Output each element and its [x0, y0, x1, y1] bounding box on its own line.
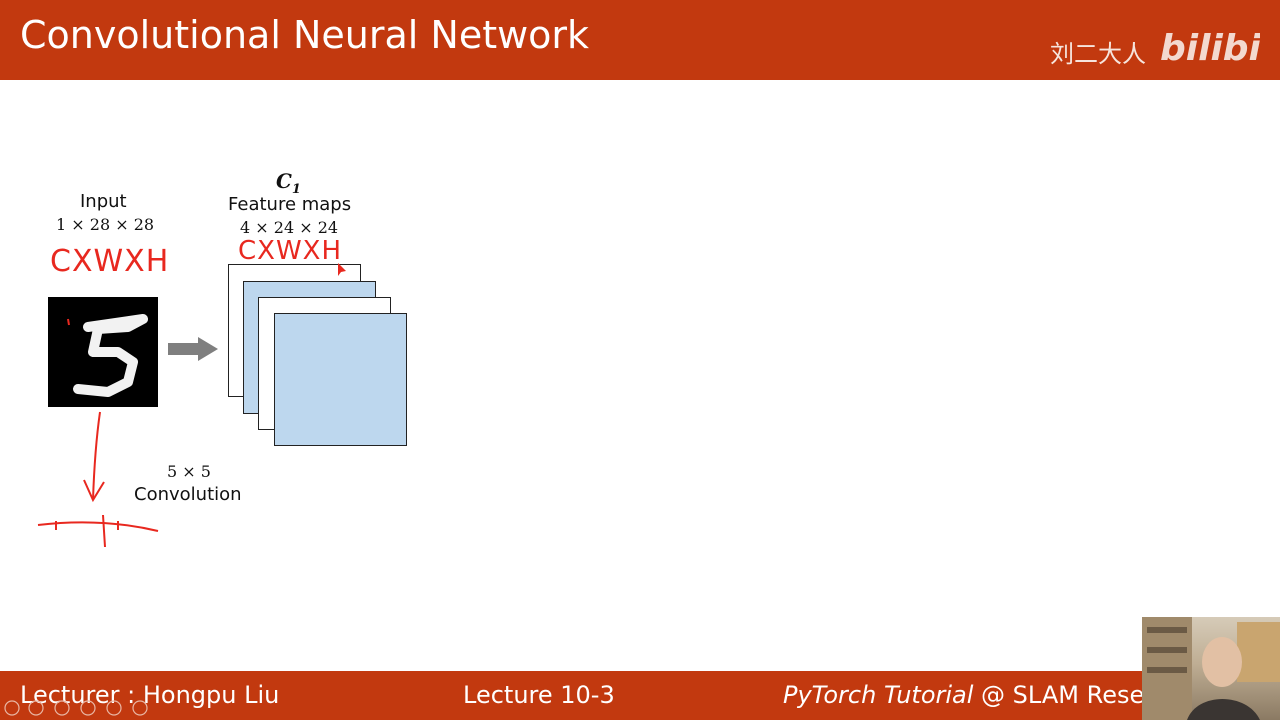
lecture-number: Lecture 10-3 — [463, 681, 615, 709]
c1-letter: C — [276, 169, 292, 193]
kernel-size: 5 × 5 — [167, 462, 211, 481]
course-title: PyTorch Tutorial @ SLAM Resea — [783, 681, 1159, 709]
course-title-italic: PyTorch Tutorial — [783, 681, 974, 709]
slide-controls[interactable] — [0, 698, 160, 718]
feature-maps-shape: 4 × 24 × 24 — [240, 218, 339, 237]
zoom-icon — [106, 700, 122, 716]
uploader-name: 刘二大人 — [1050, 40, 1146, 68]
c1-label: C1 — [276, 169, 301, 197]
red-mark — [67, 318, 70, 326]
c1-subscript: 1 — [291, 182, 301, 197]
presenter-video — [1142, 617, 1280, 720]
forward-arrow — [168, 337, 218, 361]
ink-arrowhead — [83, 479, 105, 503]
lecturer-name: Lecturer : Hongpu Liu — [20, 681, 280, 709]
feature-maps-caption: Feature maps — [228, 194, 352, 215]
digit-five-glyph — [67, 314, 148, 397]
feature-map-4 — [274, 313, 407, 446]
bilibili-logo: bilibili — [1160, 28, 1260, 68]
title-bar — [0, 0, 1280, 80]
slides-icon — [80, 700, 96, 716]
ink-tick-2 — [102, 514, 106, 548]
convolution-label: Convolution — [134, 484, 242, 505]
input-ink-annotation: CXWXH — [50, 244, 170, 279]
feature-maps-ink-annotation: CXWXH — [238, 236, 343, 266]
prev-slide-icon — [4, 700, 20, 716]
pen-icon — [54, 700, 70, 716]
svg-text:bilibili: bilibili — [1160, 28, 1260, 68]
ink-number-line — [37, 521, 159, 532]
input-label: Input — [80, 191, 127, 212]
more-options-icon — [132, 700, 148, 716]
next-slide-icon — [28, 700, 44, 716]
course-title-rest: @ SLAM Resea — [973, 681, 1159, 709]
ink-down-stroke — [92, 411, 101, 501]
footer-bar — [0, 671, 1280, 720]
webcam-overlay — [1142, 617, 1280, 720]
slide-title: Convolutional Neural Network — [20, 13, 590, 57]
input-shape: 1 × 28 × 28 — [56, 215, 155, 234]
mnist-input-image — [48, 297, 158, 407]
